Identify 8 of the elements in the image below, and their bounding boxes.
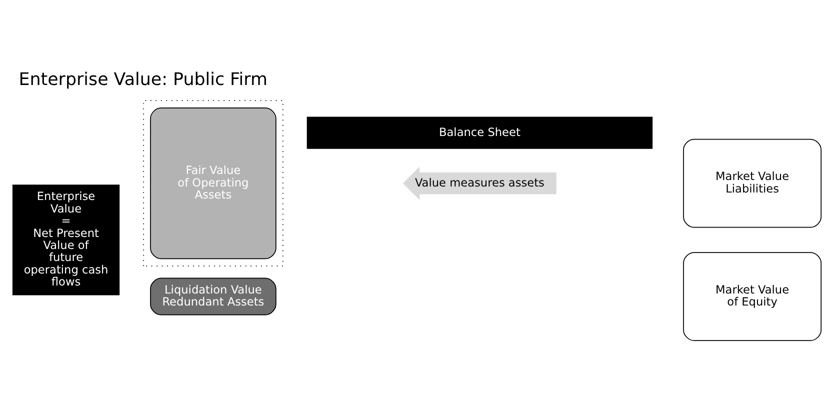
node-box: Market Value of Equity <box>683 252 822 340</box>
node-box: Enterprise Value = Net Present Value of future operating cash flows <box>12 184 120 295</box>
node-box: Liquidation Value Redundant Assets <box>150 277 276 315</box>
diagram-title: Enterprise Value: Public Firm <box>18 69 268 90</box>
node-box: Balance Sheet <box>306 116 653 148</box>
node-box: Market Value Liabilities <box>683 138 822 228</box>
node-box: Fair Value of Operating Assets <box>150 107 276 259</box>
cluster <box>143 100 284 266</box>
